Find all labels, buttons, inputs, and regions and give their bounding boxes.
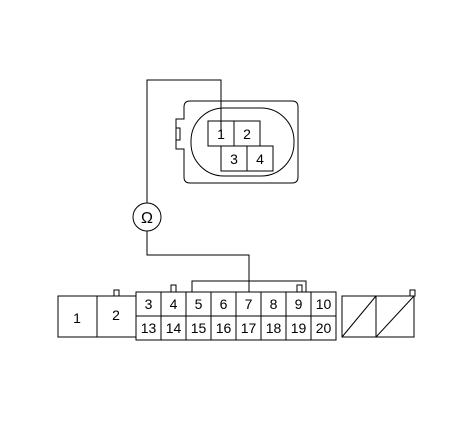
ecu-pin-4-cell	[160, 291, 187, 317]
ecu-right-block-2-hatch	[375, 295, 415, 338]
ecu-pin-15-label: 15	[191, 320, 207, 336]
ecu-pin-17-label: 17	[241, 320, 257, 336]
ecu-pin-grid: 3 4 5 6 7 8 9 10 13 14 15 16 17 18 19 20	[135, 291, 337, 341]
ecu-pin-1-label: 1	[73, 310, 81, 326]
ecu-pin-14-label: 14	[166, 320, 182, 336]
ecu-pin-8-label: 8	[270, 296, 278, 312]
ecu-pin-16-cell	[210, 315, 237, 341]
ecu-pin-18-cell	[260, 315, 287, 341]
ecu-pin-20-label: 20	[316, 320, 332, 336]
ecu-pin-13-label: 13	[141, 320, 157, 336]
ecu-pin-9-label: 9	[295, 296, 303, 312]
sensor-pin-3: 3	[220, 145, 248, 172]
ecu-left-tab	[113, 289, 120, 297]
sensor-pin-2-label: 2	[243, 126, 251, 142]
ecu-latch-bar	[191, 280, 307, 292]
ecu-pin-10-label: 10	[316, 296, 332, 312]
sensor-inner-shell	[190, 107, 295, 177]
ecu-pin-17-cell	[235, 315, 262, 341]
ecu-tab-left	[170, 284, 177, 293]
sensor-latch-notch	[176, 127, 181, 141]
sensor-pin-1-label: 1	[217, 126, 225, 142]
ecu-pin-10-cell	[310, 291, 337, 317]
ecu-pin-15-cell	[185, 315, 212, 341]
sensor-pin-4-label: 4	[256, 151, 264, 167]
ecu-pin-6-cell	[210, 291, 237, 317]
sensor-housing-outline	[175, 100, 299, 184]
ecu-pin-19-label: 19	[291, 320, 307, 336]
sensor-pin-2: 2	[233, 120, 261, 147]
ecu-pin-4-label: 4	[170, 296, 178, 312]
ecu-pin-2-label: 2	[112, 307, 120, 323]
ecu-pin-8-cell	[260, 291, 287, 317]
ecu-right-tab	[409, 289, 416, 297]
sensor-pin-4: 4	[246, 145, 274, 172]
ecu-pin-7-label: 7	[245, 296, 253, 312]
ohm-symbol: Ω	[141, 210, 153, 227]
test-wires	[146, 79, 250, 292]
ohmmeter-circle	[132, 202, 162, 232]
ecu-right-block-1-hatch	[341, 295, 377, 338]
ecu-pin-3-label: 3	[145, 296, 153, 312]
ecu-pin-6-label: 6	[220, 296, 228, 312]
ecu-pin-16-label: 16	[216, 320, 232, 336]
sensor-pin-3-label: 3	[230, 151, 238, 167]
wire-meter-to-ecu-pin7	[146, 231, 250, 292]
wire-sensor-pin1-to-meter	[146, 79, 222, 203]
ecu-pin-13-cell	[135, 315, 162, 341]
ecu-pin-20-cell	[310, 315, 337, 341]
ecu-pin-19-cell	[285, 315, 312, 341]
ecu-connector: 1 2 3 4 5 6 7 8 9 10 13 14 15 16 17 18 19 20	[57, 280, 416, 341]
ecu-pin-5-label: 5	[195, 296, 203, 312]
ecu-tab-right	[296, 284, 303, 293]
sensor-connector: 1 2 3 4	[175, 100, 299, 184]
ecu-pin-18-label: 18	[266, 320, 282, 336]
ohmmeter: Ω	[132, 202, 162, 232]
